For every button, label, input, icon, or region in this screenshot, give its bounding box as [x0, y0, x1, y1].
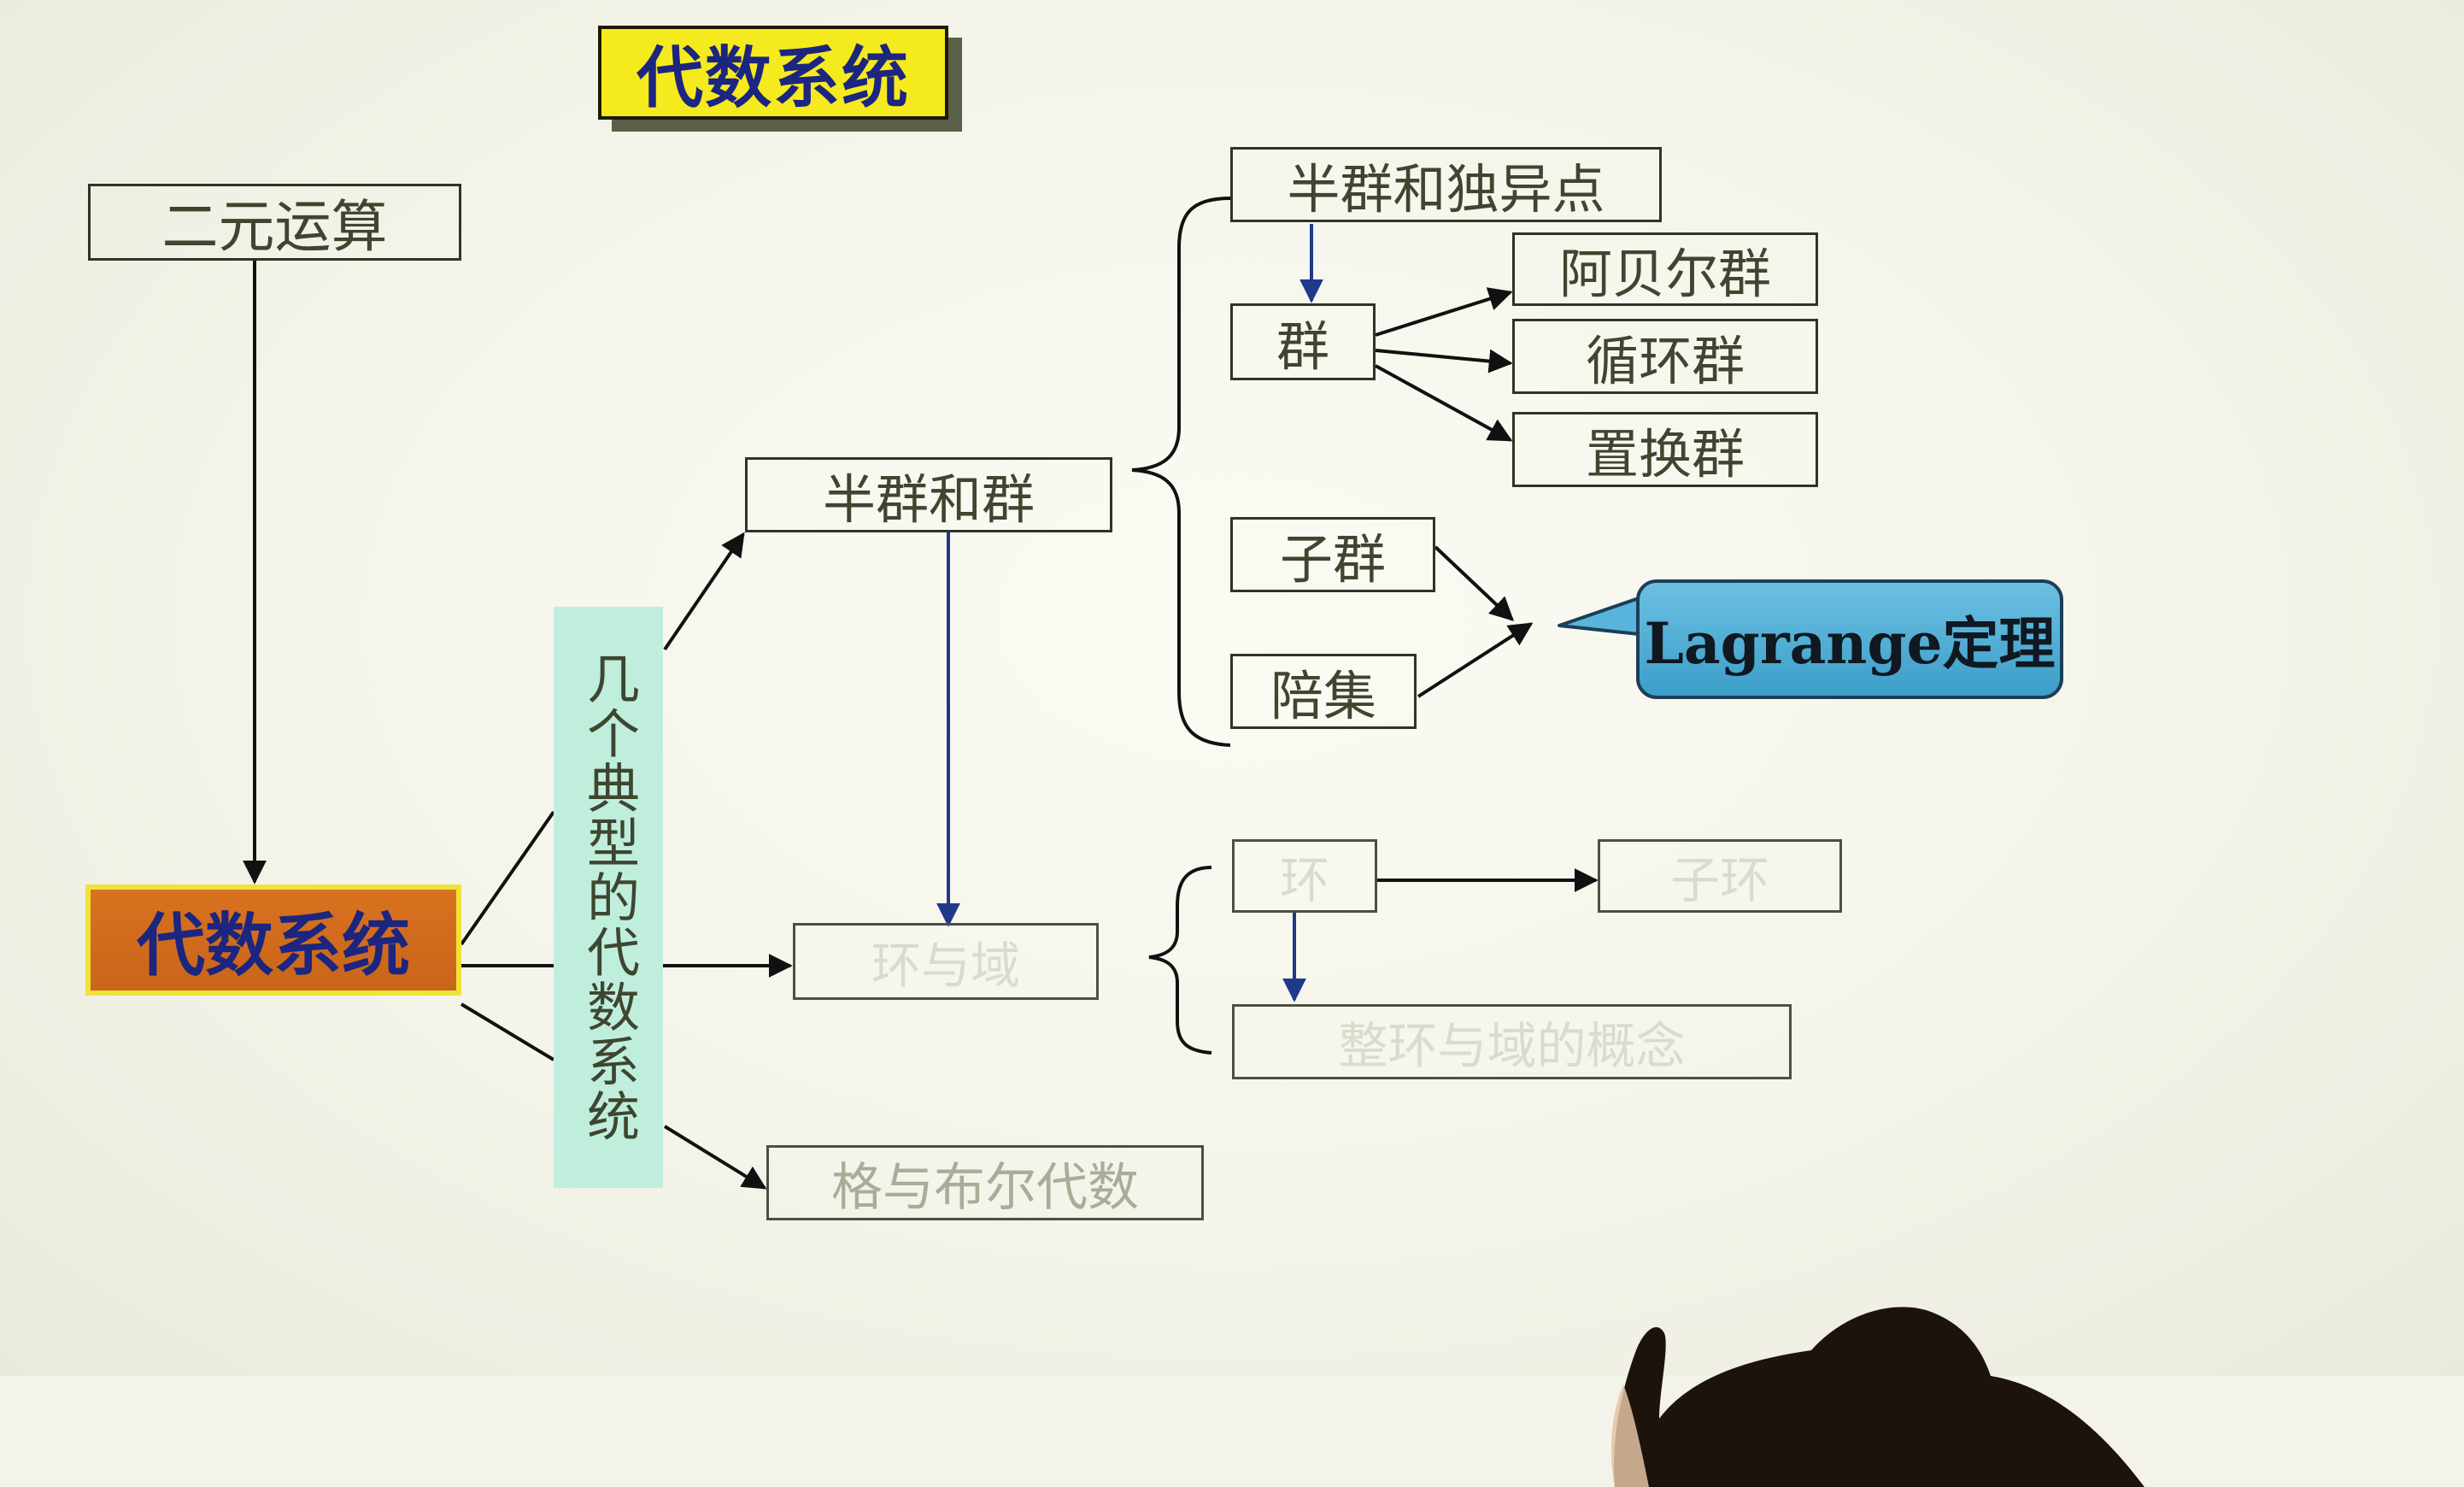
page-title: 代数系统	[598, 26, 948, 120]
node-typical-systems: 几个典型的代数系统	[554, 607, 663, 1188]
lagrange-theorem-callout: Lagrange定理	[1636, 579, 2063, 699]
node-abelian-group: 阿贝尔群	[1512, 232, 1818, 306]
line-central-lower	[460, 1002, 555, 1061]
node-subring: 子环	[1598, 839, 1842, 913]
node-coset: 陪集	[1230, 654, 1417, 729]
node-integral-domain-field: 整环与域的概念	[1232, 1004, 1792, 1079]
node-group: 群	[1230, 303, 1376, 380]
arrow-group-to-permutation	[1375, 364, 1513, 442]
node-binary-operation: 二元运算	[88, 184, 461, 261]
brace-ring-branch	[1148, 866, 1212, 1055]
callout-pointer	[1558, 597, 1640, 636]
node-ring-and-field: 环与域	[793, 923, 1099, 1000]
node-ring: 环	[1232, 839, 1377, 913]
presenter-hand-silhouette	[1610, 1307, 2144, 1487]
node-semigroup-and-group: 半群和群	[745, 457, 1112, 532]
arrow-group-to-cyclic	[1375, 349, 1513, 373]
connector-lines	[243, 197, 1640, 1190]
arrow-subgroup-to-lagrange	[1434, 545, 1515, 621]
line-central-upper	[460, 810, 555, 946]
typical-systems-label: 几个典型的代数系统	[578, 651, 640, 1143]
arrow-to-lattice	[663, 1125, 767, 1190]
arrow-group-to-abelian	[1375, 287, 1513, 337]
brace-group-branch	[1131, 197, 1231, 747]
node-lattice-and-boolean: 格与布尔代数	[766, 1145, 1204, 1220]
node-subgroup: 子群	[1230, 517, 1435, 592]
node-semigroup-and-monoid: 半群和独异点	[1230, 147, 1662, 222]
arrow-coset-to-lagrange	[1417, 622, 1534, 698]
node-cyclic-group: 循环群	[1512, 319, 1818, 394]
node-permutation-group: 置换群	[1512, 412, 1818, 487]
node-central-algebraic-system: 代数系统	[85, 885, 461, 996]
arrow-to-semigroup-group	[663, 532, 745, 651]
